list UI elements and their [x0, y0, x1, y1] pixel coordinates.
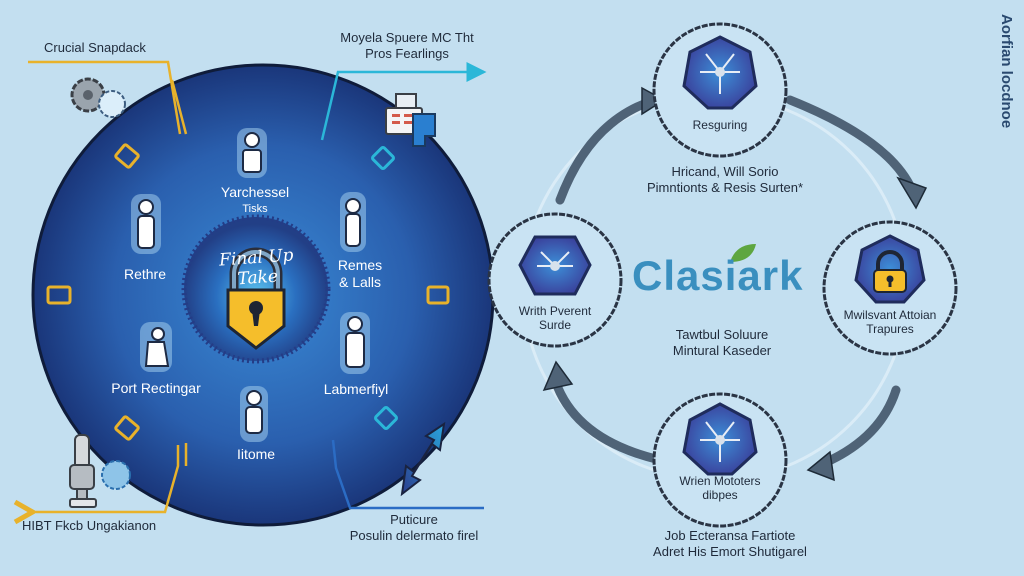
gear-icon: [70, 77, 126, 118]
callout-line-bottom-left: [30, 445, 180, 512]
person-icon: [237, 128, 267, 178]
brand-logo: Clasiark: [632, 252, 804, 299]
person-icons: [131, 128, 370, 442]
callout-bottom-right: Puticure Posulin delermato firel: [349, 512, 479, 543]
double-arrow-icon: [400, 421, 446, 497]
bottom-caption: Job Ecteransa Fartiote Adret His Emort S…: [653, 528, 807, 559]
person-label: Iitome: [236, 446, 276, 462]
arrow-right-bottom: [815, 385, 901, 470]
person-label: Labmerfiyl: [323, 381, 389, 397]
center-caption: Tawtbul Soluure Mintural Kaseder: [672, 327, 772, 358]
node-label-bottom: Wrien Mototers dibpes: [679, 474, 761, 502]
callout-bottom-left: HIBT Fkcb Ungakianon: [22, 518, 157, 533]
center-arc-text: Final Up Take: [218, 245, 295, 290]
callout-line-top-left: [28, 60, 182, 135]
printer-icon: [385, 93, 436, 147]
person-label: Rethre: [123, 266, 167, 282]
leaf-icon: [730, 244, 756, 262]
ring-markers: [46, 143, 450, 441]
person-label: Remes & Lalls: [337, 257, 383, 290]
callout-crucial-snapdack: Crucial Snapdack: [44, 40, 146, 55]
arrow-left-top: [555, 95, 660, 205]
person-icon: [340, 192, 366, 252]
callout-line-top-right: [320, 62, 487, 141]
person-icon: [240, 386, 268, 442]
node-label-left: Writh Pverent Surde: [518, 304, 592, 332]
padlock-icon: [226, 247, 286, 350]
arrow-top-right: [785, 95, 917, 195]
node-label-right: Mwilsvant Attoian Trapures: [843, 308, 937, 336]
vertical-caption: Aorfian locdnoe: [998, 14, 1015, 129]
node-label-top: Resguring: [692, 118, 748, 132]
person-icon: [140, 322, 172, 372]
callout-top-right: Moyela Spuere MC Tht Pros Fearlings: [340, 30, 474, 61]
person-label: Yarchessel Tisks: [220, 184, 290, 215]
person-icon: [340, 312, 370, 374]
cycle-arrows: [550, 95, 917, 470]
person-label: Port Rectingar: [111, 380, 201, 396]
callout-line-bottom-right: [331, 439, 484, 510]
top-caption: Hricand, Will Sorio Pimntionts & Resis S…: [646, 164, 804, 195]
arrow-bottom-left: [550, 375, 665, 465]
microscope-icon: [69, 434, 131, 508]
person-icon: [131, 194, 161, 254]
